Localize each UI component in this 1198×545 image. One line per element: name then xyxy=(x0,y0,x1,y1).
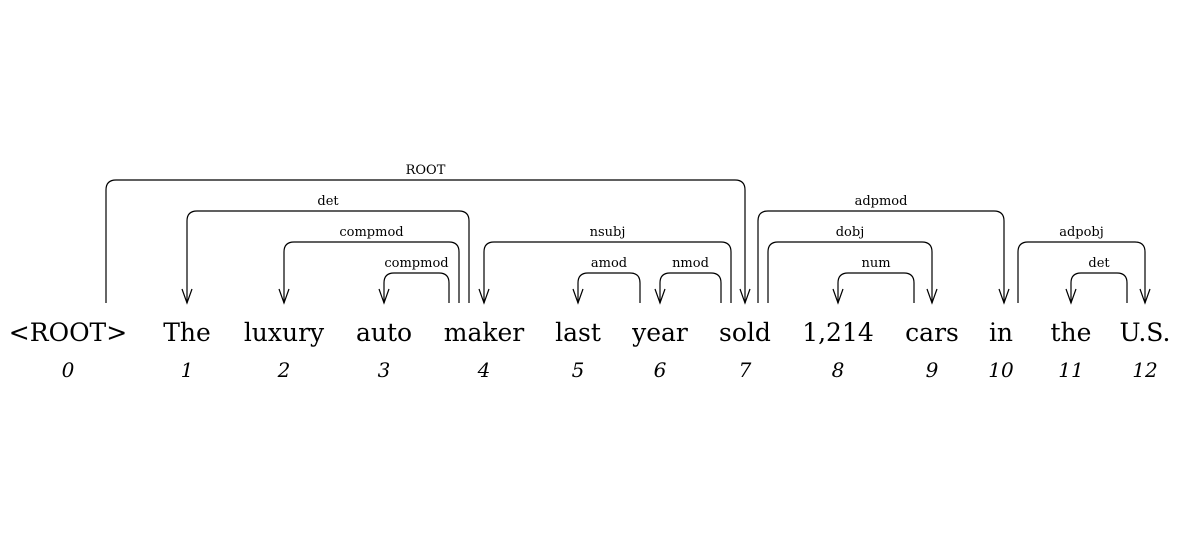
token-index: 1 xyxy=(181,358,194,382)
arc-label: adpmod xyxy=(855,194,908,209)
arrowhead-icon xyxy=(478,288,490,305)
arc-label: det xyxy=(1088,256,1110,271)
token-word: last xyxy=(555,318,601,347)
token-index: 4 xyxy=(477,358,491,382)
dependency-arc: compmod xyxy=(278,225,460,305)
dependency-arc: adpobj xyxy=(1017,225,1151,305)
token-word: U.S. xyxy=(1120,318,1171,347)
token-index: 9 xyxy=(926,358,939,382)
token-word: the xyxy=(1051,318,1092,347)
token-index: 8 xyxy=(832,358,845,382)
arc-line xyxy=(577,272,641,303)
arrowhead-icon xyxy=(1139,288,1151,305)
arc-label: compmod xyxy=(384,256,448,271)
token-word: The xyxy=(163,318,211,347)
arc-line xyxy=(659,272,722,303)
token-word: sold xyxy=(719,318,771,347)
arrowhead-icon xyxy=(832,288,844,305)
dependency-arc: amod xyxy=(572,256,641,305)
dependency-arc: adpmod xyxy=(757,194,1010,305)
arc-line xyxy=(1017,241,1146,303)
dependency-arc: nsubj xyxy=(478,225,732,305)
token-index: 11 xyxy=(1058,358,1083,382)
arc-line xyxy=(757,210,1005,303)
arrowhead-icon xyxy=(572,288,584,305)
arc-label: amod xyxy=(591,256,627,271)
token-index: 6 xyxy=(654,358,667,382)
dependency-arc: num xyxy=(832,256,915,305)
token-word: auto xyxy=(356,318,412,347)
arrowhead-icon xyxy=(654,288,666,305)
arc-line xyxy=(483,241,732,303)
arrowhead-icon xyxy=(926,288,938,305)
arrowhead-icon xyxy=(181,288,193,305)
token-layer: <ROOT> 0 The 1 luxury 2 auto 3 maker 4 last 5 year 6 s… xyxy=(9,318,1171,382)
dependency-arc: det xyxy=(181,194,470,305)
token-word: in xyxy=(989,318,1013,347)
arc-label: nsubj xyxy=(590,225,626,240)
arc-label: adpobj xyxy=(1059,225,1104,240)
arc-line xyxy=(186,210,470,303)
token-index: 2 xyxy=(277,358,291,382)
arc-line xyxy=(1070,272,1128,303)
token-index: 12 xyxy=(1132,358,1157,382)
arc-layer: ROOT det compmod compmod nsubj amod nmod dobj nu… xyxy=(105,163,1151,305)
arc-label: nmod xyxy=(672,256,709,271)
arrowhead-icon xyxy=(1065,288,1077,305)
arc-label: ROOT xyxy=(406,163,446,178)
arc-line xyxy=(105,179,746,303)
arc-line xyxy=(767,241,933,303)
arc-label: det xyxy=(317,194,339,209)
token-index: 5 xyxy=(572,358,585,382)
token-index: 10 xyxy=(988,358,1014,382)
token-index: 3 xyxy=(378,358,391,382)
dependency-arc: dobj xyxy=(767,225,938,305)
arrowhead-icon xyxy=(378,288,390,305)
arrowhead-icon xyxy=(278,288,290,305)
arrowhead-icon xyxy=(739,288,751,305)
token-word: year xyxy=(631,318,688,347)
token-word: maker xyxy=(444,318,525,347)
token-word: luxury xyxy=(244,318,325,347)
arc-label: compmod xyxy=(339,225,403,240)
dependency-arc: compmod xyxy=(378,256,450,305)
arc-line xyxy=(283,241,460,303)
arrowhead-icon xyxy=(998,288,1010,305)
arc-label: dobj xyxy=(836,225,865,240)
dependency-arc: nmod xyxy=(654,256,722,305)
arc-label: num xyxy=(861,256,890,271)
token-index: 7 xyxy=(739,358,752,382)
token-word: 1,214 xyxy=(802,318,874,347)
token-word: cars xyxy=(905,318,959,347)
dependency-arc: det xyxy=(1065,256,1128,305)
dependency-arc: ROOT xyxy=(105,163,751,305)
arc-line xyxy=(383,272,450,303)
token-word: <ROOT> xyxy=(9,318,127,347)
token-index: 0 xyxy=(62,358,75,382)
arc-line xyxy=(837,272,915,303)
